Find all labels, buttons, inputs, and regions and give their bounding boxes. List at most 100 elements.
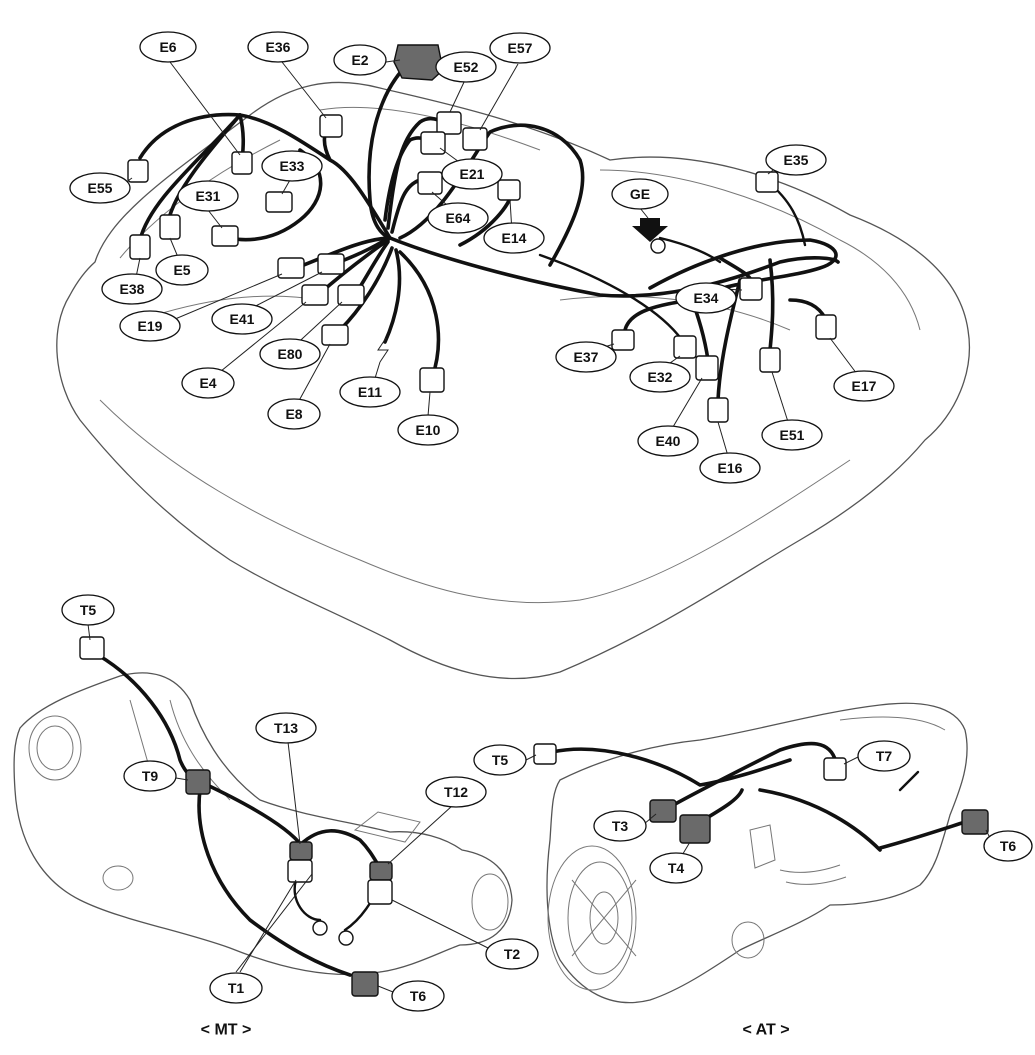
connector-e33-shape (265, 191, 293, 213)
label-e52-text: E52 (454, 59, 479, 75)
mt-leaders (87, 623, 493, 995)
label-e4: E4 (181, 367, 235, 399)
at-torque-converter-outer (547, 845, 637, 991)
ground-ge-terminal (650, 238, 666, 254)
label-e6: E6 (139, 31, 197, 63)
connector-e64-shape (417, 171, 443, 195)
label-e55: E55 (69, 172, 131, 204)
connector-t2-shape (367, 879, 393, 905)
label-e4-text: E4 (199, 375, 216, 391)
connector-e41-shape (317, 253, 345, 275)
at-labels: T5 T7 T3 T4 T6 (473, 740, 1033, 884)
connector-e5-shape (159, 214, 181, 240)
label-e2-text: E2 (351, 52, 368, 68)
at-converter-spokes (571, 879, 637, 957)
label-t2-text: T2 (504, 946, 521, 962)
connector-e17-shape (815, 314, 837, 340)
label-t4: T4 (649, 852, 703, 884)
mt-clip-right (338, 930, 354, 946)
connector-e21-shape (420, 131, 446, 155)
label-e10: E10 (397, 414, 459, 446)
connector-e51-shape (759, 347, 781, 373)
label-t7-text: T7 (876, 748, 893, 764)
connector-e31-shape (211, 225, 239, 247)
label-e80-text: E80 (278, 346, 303, 362)
label-e64-text: E64 (446, 210, 471, 226)
label-e41: E41 (211, 303, 273, 335)
connector-t3-shape (649, 799, 677, 823)
label-e37: E37 (555, 341, 617, 373)
label-t1-text: T1 (228, 980, 245, 996)
at-torque-converter-hub (589, 891, 619, 945)
connector-t13-shape (289, 841, 313, 861)
label-e80: E80 (259, 338, 321, 370)
connector-e40-shape (695, 355, 719, 381)
label-e33: E33 (261, 150, 323, 182)
label-e36: E36 (247, 31, 309, 63)
connector-e19-shape (277, 257, 305, 279)
connector-e55-shape (127, 159, 149, 183)
label-at-t6: T6 (983, 830, 1033, 862)
mt-connectors (79, 636, 393, 997)
at-transmission-assembly (546, 702, 968, 1004)
label-mt-t6-text: T6 (410, 988, 427, 1004)
engine-lower-edge (99, 399, 851, 604)
connector-e36-shape (319, 114, 343, 138)
mt-bearing-hole (36, 725, 74, 771)
label-mt-t6: T6 (391, 980, 445, 1012)
label-e33-text: E33 (280, 158, 305, 174)
engine-connectors (127, 44, 837, 423)
connector-t4-shape (679, 814, 711, 844)
connector-e80-shape (337, 284, 365, 306)
label-e40-text: E40 (656, 433, 681, 449)
connector-e37-shape (611, 329, 635, 351)
label-e40: E40 (637, 425, 699, 457)
connector-e32-shape (673, 335, 697, 359)
label-e32-text: E32 (648, 369, 673, 385)
label-e11-text: E11 (358, 384, 382, 400)
at-transmission-outline (546, 702, 968, 1004)
label-e19-text: E19 (138, 318, 163, 334)
connector-e10-shape (419, 367, 445, 393)
label-e19: E19 (119, 310, 181, 342)
label-t12-text: T12 (444, 784, 468, 800)
label-e14-text: E14 (502, 230, 527, 246)
label-mt-t5-text: T5 (80, 602, 97, 618)
connector-mt-t5-shape (79, 636, 105, 660)
at-torque-converter-ring (567, 861, 633, 975)
label-e37-text: E37 (574, 349, 599, 365)
label-e41-text: E41 (230, 311, 255, 327)
label-at-t6-text: T6 (1000, 838, 1017, 854)
label-e35: E35 (765, 144, 827, 176)
connector-at-t6-shape (961, 809, 989, 835)
label-e5-text: E5 (173, 262, 190, 278)
connector-e6-shape (231, 151, 253, 175)
connector-t12-shape (369, 861, 393, 881)
label-e55-text: E55 (88, 180, 113, 196)
label-t2: T2 (485, 938, 539, 970)
mt-top-plate (353, 811, 421, 843)
label-e34-text: E34 (694, 290, 719, 306)
label-e8: E8 (267, 398, 321, 430)
connector-e52-shape (436, 111, 462, 135)
at-top-rib (839, 716, 946, 731)
label-e10-text: E10 (416, 422, 441, 438)
label-e16-text: E16 (718, 460, 743, 476)
at-harness (550, 741, 967, 852)
engine-labels: E6 E36 E2 E52 E57 E55 E33 E31 E21 E64 E1… (69, 31, 895, 484)
label-e16: E16 (699, 452, 761, 484)
label-e17: E17 (833, 370, 895, 402)
label-e21-text: E21 (460, 166, 485, 182)
label-e36-text: E36 (266, 39, 291, 55)
connector-t7-shape (823, 757, 847, 781)
label-e6-text: E6 (159, 39, 176, 55)
label-e32: E32 (629, 361, 691, 393)
mt-clip-left (312, 920, 328, 936)
mt-boss (102, 865, 134, 891)
caption-at: < AT > (742, 1022, 789, 1039)
at-bracket (749, 824, 776, 869)
label-t12: T12 (425, 776, 487, 808)
label-t9-text: T9 (142, 768, 159, 784)
label-at-t5: T5 (473, 744, 527, 776)
